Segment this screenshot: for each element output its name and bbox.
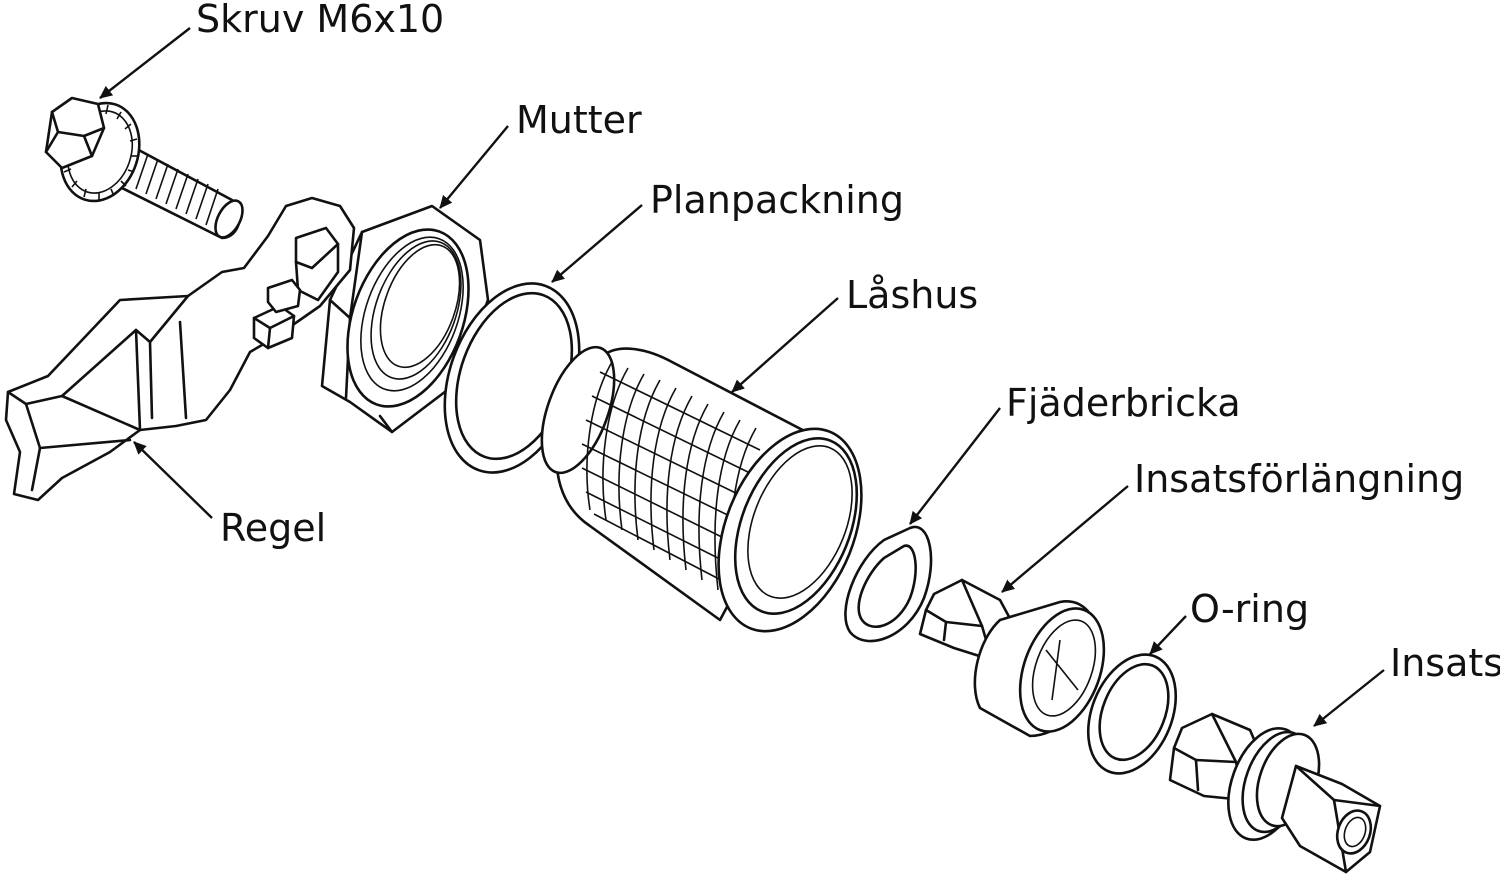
insert-part [1168, 712, 1382, 874]
nut-part [320, 204, 490, 434]
leader-regel [133, 441, 213, 519]
label-planpackning: Planpackning [650, 178, 904, 222]
leader-lashus [731, 297, 839, 393]
leader-oring [1149, 615, 1187, 655]
leader-insats [1313, 669, 1385, 727]
o-ring-part [1086, 653, 1178, 775]
label-oring: O-ring [1190, 587, 1309, 631]
leader-insatsforlangning [1001, 485, 1129, 593]
label-lashus: Låshus [846, 273, 978, 317]
screw-part [44, 96, 244, 240]
label-mutter: Mutter [516, 98, 642, 142]
label-insats: Insats [1390, 641, 1500, 685]
label-regel: Regel [220, 506, 326, 550]
label-fjaderbricka: Fjäderbricka [1006, 381, 1241, 425]
cam-part [4, 196, 356, 502]
leader-fjaderbricka [909, 407, 1001, 525]
leader-skruv [99, 27, 191, 99]
leader-planpackning [551, 204, 643, 283]
label-skruv: Skruv M6x10 [196, 0, 444, 41]
lock-housing-part [540, 345, 863, 633]
leader-mutter [439, 125, 509, 209]
leader-lines [99, 27, 1385, 727]
insert-extension-part [918, 578, 1106, 738]
label-insatsforlangning: Insatsförlängning [1134, 457, 1464, 501]
spring-washer-part [844, 525, 933, 643]
